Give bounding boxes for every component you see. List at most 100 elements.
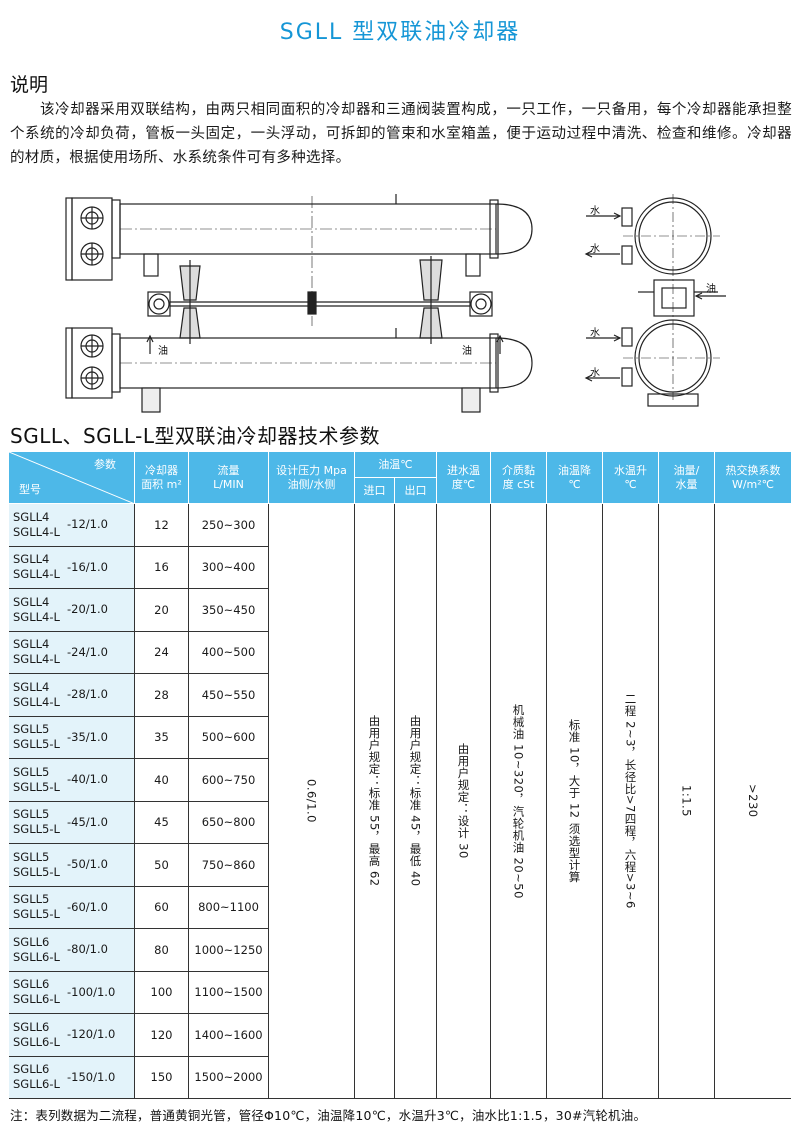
header-area-unit: 面积 m² — [141, 477, 182, 491]
table-row-area: 40 — [135, 759, 189, 802]
header-viscosity: 介质黏 度 cSt — [491, 452, 547, 504]
table-row-area: 50 — [135, 844, 189, 887]
header-water-in-label: 进水温 — [447, 463, 480, 477]
model-name: SGLL5 — [13, 892, 50, 907]
table-row-flow: 800~1100 — [189, 886, 269, 929]
model-name-l: SGLL5-L — [13, 822, 60, 837]
model-name-l: SGLL6-L — [13, 992, 60, 1007]
model-name: SGLL6 — [13, 977, 50, 992]
table-row-area: 28 — [135, 674, 189, 717]
model-suffix: -24/1.0 — [67, 644, 108, 659]
header-oil-drop-unit: ℃ — [568, 477, 581, 491]
merged-oil-drop: 标准 10，大于 12 须选型计算 — [547, 504, 603, 1099]
header-viscosity-unit: 度 cSt — [502, 477, 535, 491]
model-name-l: SGLL5-L — [13, 864, 60, 879]
merged-water-rise: 二程 2~3，长径比>7四程，六程>3~6 — [603, 504, 659, 1099]
header-oil-out: 出口 — [395, 478, 437, 504]
table-row-flow: 500~600 — [189, 716, 269, 759]
model-name-l: SGLL4-L — [13, 567, 60, 582]
merged-viscosity: 机械油 10~320，汽轮机油 20~50 — [491, 504, 547, 1099]
page-title: SGLL 型双联油冷却器 — [279, 20, 521, 45]
side-view-drawing: 水 水 水 水 油 — [578, 188, 728, 414]
table-row-area: 80 — [135, 929, 189, 972]
oil-label-right: 油 — [462, 346, 472, 357]
model-suffix: -40/1.0 — [67, 772, 108, 787]
table-row-area: 35 — [135, 716, 189, 759]
footnote: 注：表列数据为二流程，普通黄铜光管，管径Φ10℃，油温降10℃，水温升3℃，油水… — [10, 1108, 647, 1123]
header-water-in: 进水温 度℃ — [437, 452, 491, 504]
header-flow: 流量 L/MIN — [189, 452, 269, 504]
water-in-value: 由用户规定：设计 30 — [456, 743, 471, 859]
model-name-l: SGLL5-L — [13, 737, 60, 752]
merged-pressure: 0.6/1.0 — [269, 504, 355, 1099]
model-suffix: -35/1.0 — [67, 729, 108, 744]
model-name: SGLL5 — [13, 764, 50, 779]
model-name-l: SGLL6-L — [13, 1077, 60, 1092]
header-water-in-unit: 度℃ — [451, 477, 476, 491]
header-viscosity-label: 介质黏 — [502, 463, 535, 477]
water-label-4: 水 — [590, 368, 600, 379]
table-row-flow: 400~500 — [189, 631, 269, 674]
header-pressure: 设计压力 Mpa 油侧/水侧 — [269, 452, 355, 504]
table-row-area: 150 — [135, 1056, 189, 1099]
header-water-rise-label: 水温升 — [614, 463, 647, 477]
viscosity-value: 机械油 10~320，汽轮机油 20~50 — [511, 703, 526, 899]
model-name-l: SGLL6-L — [13, 949, 60, 964]
model-name-l: SGLL4-L — [13, 609, 60, 624]
table-row-flow: 350~450 — [189, 589, 269, 632]
table-row-flow: 600~750 — [189, 759, 269, 802]
front-view-svg — [65, 194, 533, 413]
model-name: SGLL4 — [13, 509, 50, 524]
header-pressure-label: 设计压力 Mpa — [276, 463, 347, 477]
header-param: 参数 — [94, 458, 116, 471]
model-suffix: -45/1.0 — [67, 814, 108, 829]
header-flow-unit: L/MIN — [213, 477, 244, 491]
water-label-1: 水 — [590, 206, 600, 217]
header-ratio: 油量/ 水量 — [659, 452, 715, 504]
heat-value: >230 — [746, 784, 760, 818]
model-suffix: -60/1.0 — [67, 899, 108, 914]
merged-oil-in: 由用户规定：标准 55，最高 62 — [355, 504, 395, 1099]
table-heading: SGLL、SGLL-L型双联油冷却器技术参数 — [10, 424, 380, 448]
model-suffix: -150/1.0 — [67, 1069, 116, 1084]
oil-label-left: 油 — [158, 346, 168, 357]
table-row-area: 20 — [135, 589, 189, 632]
table-row-area: 16 — [135, 546, 189, 589]
model-name-l: SGLL4-L — [13, 694, 60, 709]
model-suffix: -80/1.0 — [67, 942, 108, 957]
header-oil-drop: 油温降 ℃ — [547, 452, 603, 504]
model-suffix: -100/1.0 — [67, 984, 116, 999]
oil-drop-value: 标准 10，大于 12 须选型计算 — [567, 719, 582, 883]
table-row-flow: 1500~2000 — [189, 1056, 269, 1099]
header-oil-drop-label: 油温降 — [558, 463, 591, 477]
model-name: SGLL5 — [13, 807, 50, 822]
spec-table: 参数 型号 冷却器 面积 m² 流量 L/MIN 设计压力 Mpa 油侧/水侧 … — [9, 452, 791, 1099]
header-area: 冷却器 面积 m² — [135, 452, 189, 504]
header-ratio-label: 油量/ — [673, 463, 700, 477]
front-view-drawing: 油 油 — [62, 188, 552, 420]
model-suffix: -28/1.0 — [67, 687, 108, 702]
oil-in-value: 由用户规定：标准 55，最高 62 — [367, 715, 382, 887]
model-name: SGLL4 — [13, 552, 50, 567]
model-name-l: SGLL6-L — [13, 1034, 60, 1049]
header-heat-label: 热交换系数 — [725, 463, 781, 477]
model-name-l: SGLL4-L — [13, 524, 60, 539]
model-name: SGLL4 — [13, 637, 50, 652]
table-row-flow: 1400~1600 — [189, 1014, 269, 1057]
model-name-l: SGLL4-L — [13, 652, 60, 667]
header-heat: 热交换系数 W/m²℃ — [715, 452, 791, 504]
header-param-model: 参数 型号 — [9, 452, 135, 504]
model-name: SGLL5 — [13, 722, 50, 737]
model-suffix: -16/1.0 — [67, 559, 108, 574]
table-row-flow: 750~860 — [189, 844, 269, 887]
header-oil-in: 进口 — [355, 478, 395, 504]
model-name: SGLL5 — [13, 849, 50, 864]
model-suffix: -50/1.0 — [67, 857, 108, 872]
